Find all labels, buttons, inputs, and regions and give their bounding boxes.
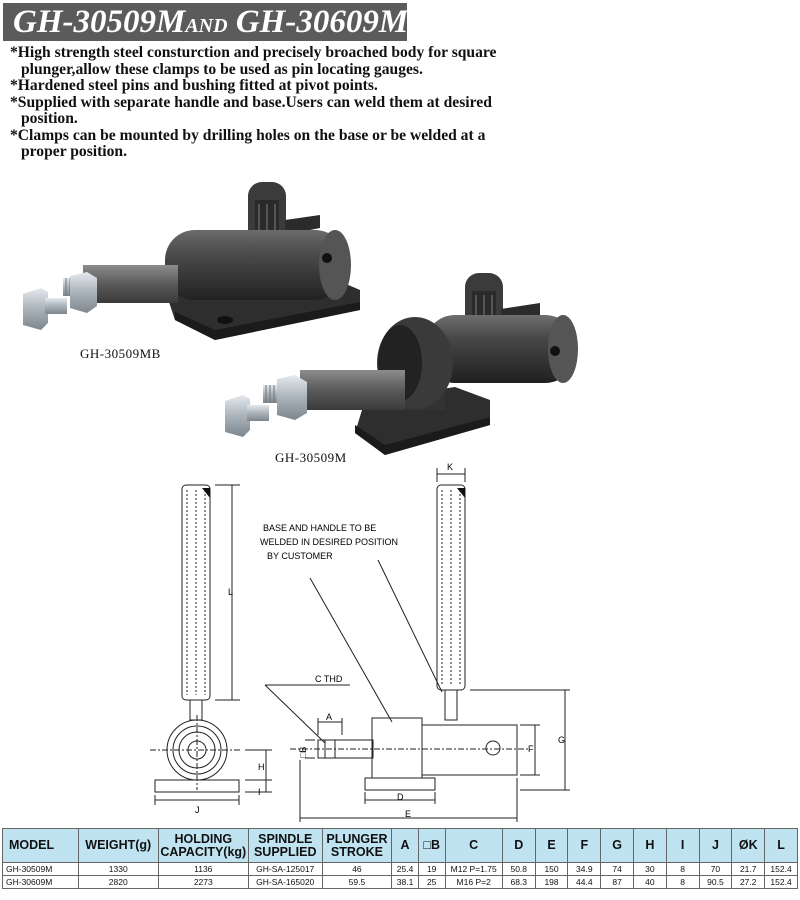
- col-header-d: D: [501, 828, 536, 863]
- table-cell: 152.4: [764, 862, 798, 876]
- dim-label-e: E: [405, 809, 411, 819]
- col-header-plunger-stroke: PLUNGER STROKE: [321, 828, 393, 863]
- table-cell: 44.4: [567, 875, 602, 889]
- col-header-l: L: [764, 828, 798, 863]
- title-and: AND: [185, 15, 228, 37]
- table-cell: 150: [534, 862, 569, 876]
- col-header-weight: WEIGHT(g): [77, 828, 159, 863]
- drawing-note-line-2: WELDED IN DESIRED POSITION: [260, 537, 398, 547]
- dim-label-i: I: [258, 787, 261, 797]
- dim-label-h: H: [258, 762, 265, 772]
- table-cell: 25.4: [391, 862, 419, 876]
- table-cell: 34.9: [567, 862, 602, 876]
- col-header-e: E: [534, 828, 569, 863]
- page-title: GH-30509MAND GH-30609M: [3, 3, 409, 41]
- title-model-b: GH-30609M: [235, 4, 409, 40]
- table-cell: GH-SA-165020: [247, 875, 323, 889]
- col-header-b: □B: [417, 828, 446, 863]
- table-cell: 74: [600, 862, 634, 876]
- table-row: GH-30609M 2820 2273 GH-SA-165020 59.5 38…: [2, 875, 798, 889]
- table-cell: GH-SA-125017: [247, 862, 323, 876]
- product-photo-mb: [23, 182, 360, 340]
- table-cell: 68.3: [501, 875, 536, 889]
- technical-drawing: L H I J K A □B C THD D E F G BASE AND HA…: [150, 462, 570, 822]
- dim-label-g: G: [558, 735, 565, 745]
- col-header-h: H: [632, 828, 667, 863]
- dim-label-k: K: [447, 462, 453, 472]
- table-cell: 38.1: [391, 875, 419, 889]
- table-cell: 46: [321, 862, 393, 876]
- table-cell: 50.8: [501, 862, 536, 876]
- spec-table: MODEL WEIGHT(g) HOLDING CAPACITY(kg) SPI…: [2, 828, 798, 889]
- table-cell: 1330: [77, 862, 159, 876]
- table-row: GH-30509M 1330 1136 GH-SA-125017 46 25.4…: [2, 862, 798, 876]
- col-header-a: A: [391, 828, 419, 863]
- dim-label-d: D: [397, 792, 404, 802]
- table-cell: 198: [534, 875, 569, 889]
- col-header-holding-capacity: HOLDING CAPACITY(kg): [157, 828, 249, 863]
- table-cell: 59.5: [321, 875, 393, 889]
- feature-list: *High strength steel consturction and pr…: [10, 44, 505, 161]
- table-cell: M16 P=2: [444, 875, 503, 889]
- col-header-i: I: [665, 828, 700, 863]
- table-cell: GH-30509M: [2, 862, 79, 876]
- photo-caption-mb: GH-30509MB: [80, 346, 161, 361]
- feature-bullet: *Supplied with separate handle and base.…: [10, 93, 492, 127]
- product-photo-m: [225, 273, 578, 455]
- col-header-f: F: [567, 828, 602, 863]
- table-cell: 2273: [157, 875, 249, 889]
- col-header-j: J: [698, 828, 733, 863]
- col-header-spindle: SPINDLE SUPPLIED: [247, 828, 323, 863]
- table-cell: 19: [417, 862, 446, 876]
- dim-label-f: F: [528, 744, 534, 754]
- table-cell: 25: [417, 875, 446, 889]
- photo-caption-m: GH-30509M: [275, 450, 347, 465]
- feature-bullet: *High strength steel consturction and pr…: [10, 44, 497, 78]
- dim-label-c-thd: C THD: [315, 674, 343, 684]
- table-cell: 30: [632, 862, 667, 876]
- table-cell: 152.4: [764, 875, 798, 889]
- table-cell: 70: [698, 862, 733, 876]
- dim-label-j: J: [195, 805, 200, 815]
- dim-label-l: L: [228, 587, 233, 597]
- table-cell: 1136: [157, 862, 249, 876]
- table-cell: M12 P=1.75: [444, 862, 503, 876]
- col-header-c: C: [444, 828, 503, 863]
- table-cell: 21.7: [731, 862, 766, 876]
- table-cell: 2820: [77, 875, 159, 889]
- table-cell: 40: [632, 875, 667, 889]
- feature-bullet: *Hardened steel pins and bushing fitted …: [10, 77, 378, 94]
- table-cell: 87: [600, 875, 634, 889]
- title-model-a: GH-30509M: [13, 4, 186, 40]
- drawing-note-line-3: BY CUSTOMER: [267, 551, 333, 561]
- col-header-k: ØK: [731, 828, 766, 863]
- table-cell: GH-30609M: [2, 875, 79, 889]
- dim-label-a: A: [326, 712, 332, 722]
- table-cell: 90.5: [698, 875, 733, 889]
- table-cell: 8: [665, 875, 700, 889]
- table-header-row: MODEL WEIGHT(g) HOLDING CAPACITY(kg) SPI…: [2, 828, 798, 863]
- table-cell: 27.2: [731, 875, 766, 889]
- table-cell: 8: [665, 862, 700, 876]
- feature-bullet: *Clamps can be mounted by drilling holes…: [10, 126, 486, 160]
- drawing-note-line-1: BASE AND HANDLE TO BE: [263, 523, 376, 533]
- col-header-g: G: [600, 828, 634, 863]
- col-header-model: MODEL: [2, 828, 79, 863]
- dim-label-b: □B: [298, 747, 308, 758]
